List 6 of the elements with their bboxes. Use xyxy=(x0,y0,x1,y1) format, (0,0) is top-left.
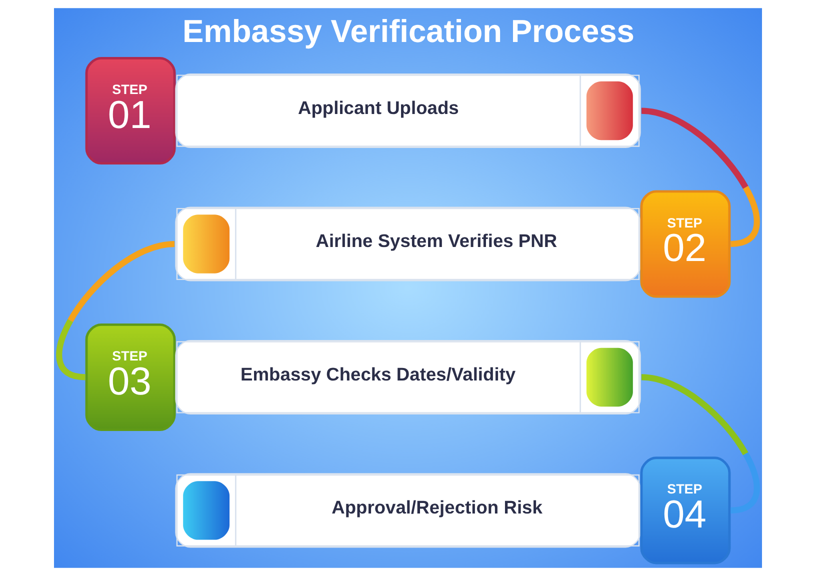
node-box: STEP 03 xyxy=(85,323,176,432)
diagram-title: Embassy Verification Process xyxy=(182,13,634,50)
node-box: STEP 02 xyxy=(640,190,731,298)
connector xyxy=(641,374,760,514)
node-box: STEP 04 xyxy=(640,456,731,564)
node-box: STEP 01 xyxy=(85,56,176,165)
